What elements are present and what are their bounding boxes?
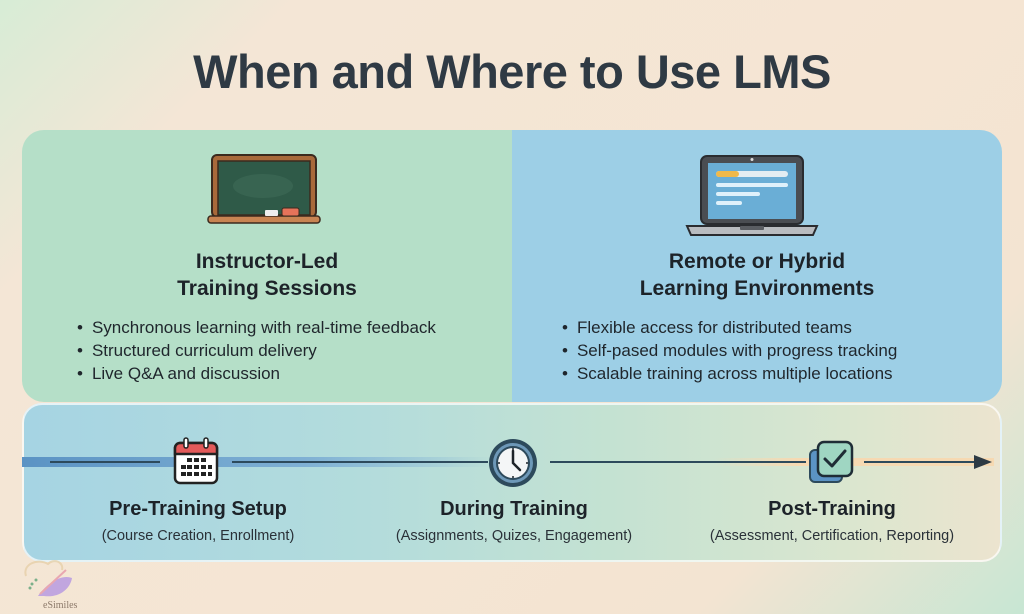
bullet-item: Flexible access for distributed teams xyxy=(562,316,897,339)
instructor-led-title-line1: Instructor-Led xyxy=(195,250,339,273)
instructor-led-bullets: Synchronous learning with real-time feed… xyxy=(77,316,436,385)
instructor-led-title: Instructor-Led Training Sessions xyxy=(22,248,512,302)
instructor-led-card: Instructor-Led Training Sessions Synchro… xyxy=(22,130,512,402)
arrow-right-icon xyxy=(974,455,992,469)
stage-subtitle-pre-training: (Course Creation, Enrollment) xyxy=(101,528,295,544)
chalkboard-icon xyxy=(207,154,321,224)
stage-subtitle-during-training: (Assignments, Quizes, Engagement) xyxy=(395,528,633,544)
stage-title-pre-training: Pre-Training Setup xyxy=(109,498,287,520)
remote-hybrid-title-line1: Remote or Hybrid xyxy=(668,250,846,273)
watermark-logo-icon xyxy=(24,560,72,597)
stage-title-during-training: During Training xyxy=(440,498,588,520)
bullet-item: Structured curriculum delivery xyxy=(77,339,436,362)
timeline-line xyxy=(232,461,488,463)
remote-hybrid-bullets: Flexible access for distributed teams Se… xyxy=(562,316,897,385)
bullet-item: Live Q&A and discussion xyxy=(77,362,436,385)
page-title: When and Where to Use LMS xyxy=(193,45,831,98)
timeline-line xyxy=(550,461,806,463)
remote-hybrid-title: Remote or Hybrid Learning Environments xyxy=(512,248,1002,302)
instructor-led-title-line2: Training Sessions xyxy=(177,277,357,300)
bullet-item: Self-pased modules with progress trackin… xyxy=(562,339,897,362)
checkmark-icon xyxy=(809,440,854,483)
bullet-item: Scalable training across multiple locati… xyxy=(562,362,897,385)
watermark-text: eSimiles xyxy=(43,600,78,611)
stage-subtitle-post-training: (Assessment, Certification, Reporting) xyxy=(709,528,955,544)
use-case-panel: Instructor-Led Training Sessions Synchro… xyxy=(22,130,1002,402)
timeline-line xyxy=(864,461,974,463)
timeline-band-warm xyxy=(714,458,994,466)
remote-hybrid-title-line2: Learning Environments xyxy=(639,277,875,300)
bullet-item: Synchronous learning with real-time feed… xyxy=(77,316,436,339)
clock-icon xyxy=(489,439,537,487)
calendar-icon xyxy=(173,437,219,485)
timeline-line xyxy=(50,461,160,463)
laptop-icon xyxy=(685,155,819,236)
training-timeline: Pre-Training Setup (Course Creation, Enr… xyxy=(22,403,1002,562)
remote-hybrid-card: Remote or Hybrid Learning Environments F… xyxy=(512,130,1002,402)
stage-title-post-training: Post-Training xyxy=(768,498,896,520)
